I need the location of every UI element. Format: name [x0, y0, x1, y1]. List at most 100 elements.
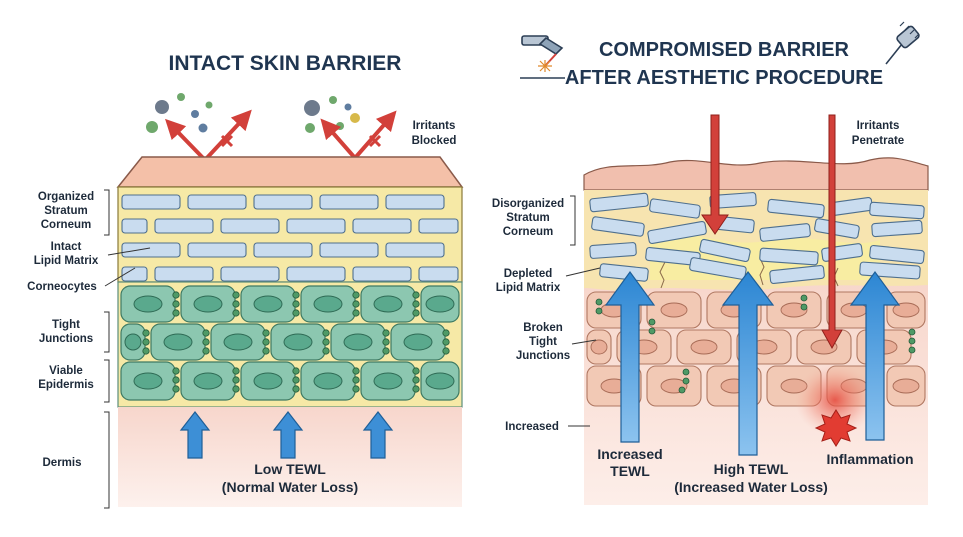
corneocyte-brick — [418, 218, 459, 234]
corneocyte-brick — [154, 218, 214, 234]
disorganized-corneocyte — [647, 220, 707, 245]
tight-junction — [202, 347, 210, 355]
irritant-particle-icon — [329, 96, 337, 104]
broken-tight-junction — [648, 318, 656, 326]
inflammation-burst-icon — [814, 409, 858, 447]
tight-junction — [232, 291, 240, 299]
increased-tewl-label-1: Increased — [597, 446, 662, 462]
bracket-stratum-r — [570, 195, 576, 246]
tight-junction — [262, 338, 270, 346]
tight-junction — [142, 338, 150, 346]
irritant-particle-icon — [146, 121, 158, 133]
low-tewl-label-1: Low TEWL — [254, 461, 326, 477]
tight-junction — [262, 347, 270, 355]
corneocyte-brick — [286, 266, 346, 282]
water-loss-arrow — [362, 411, 394, 459]
damaged-surface — [583, 157, 929, 191]
tight-junction — [442, 329, 450, 337]
block-x-icon — [220, 134, 234, 148]
label-lipid-matrix-r: Lipid Matrix — [496, 282, 561, 294]
cell-nucleus — [253, 372, 283, 390]
disorganized-corneocyte — [699, 238, 751, 263]
tight-junction — [382, 338, 390, 346]
irritants-penetrate-label-2: Penetrate — [852, 135, 904, 147]
damaged-nucleus — [660, 302, 688, 318]
corneocyte-brick — [385, 194, 445, 210]
label-tight: Tight — [52, 319, 80, 331]
label-junctions-r: Junctions — [516, 350, 570, 362]
cell-nucleus — [193, 295, 223, 313]
corneocyte-brick — [121, 194, 181, 210]
label-lipid-matrix: Lipid Matrix — [34, 255, 99, 267]
damaged-nucleus — [690, 339, 718, 355]
label-depleted: Depleted — [504, 268, 553, 280]
penetrating-arrows — [701, 114, 843, 350]
label-corneum-r: Corneum — [503, 226, 553, 238]
disorganized-corneocytes — [589, 192, 925, 285]
label-broken: Broken — [523, 322, 563, 334]
disorganized-corneocyte — [649, 198, 701, 219]
tight-junction — [442, 347, 450, 355]
irritant-particle-icon — [191, 110, 199, 118]
tight-junction — [232, 309, 240, 317]
disorganized-corneocyte — [589, 242, 637, 259]
irritant-particle-icon — [177, 93, 185, 101]
corneocyte-brick — [220, 266, 280, 282]
damaged-nucleus — [892, 302, 920, 318]
label-junctions: Junctions — [39, 333, 93, 345]
bracket-tight — [104, 311, 110, 353]
label-tight-r: Tight — [529, 336, 557, 348]
tight-junction — [172, 367, 180, 375]
tight-junction — [232, 385, 240, 393]
label-disorganized: Disorganized — [492, 198, 564, 210]
cell-nucleus — [223, 333, 253, 351]
broken-tight-junction — [682, 368, 690, 376]
cell-nucleus — [253, 295, 283, 313]
tight-junction — [292, 309, 300, 317]
cell-nucleus — [124, 333, 142, 351]
corneocyte-brick — [352, 266, 412, 282]
tight-junction — [412, 367, 420, 375]
tight-junction — [172, 309, 180, 317]
left-layer-labels: Organized Stratum Corneum Intact Lipid M… — [27, 189, 151, 509]
tight-junction — [262, 329, 270, 337]
water-loss-arrow — [179, 411, 211, 459]
tight-junction — [382, 329, 390, 337]
corneocyte-brick — [187, 194, 247, 210]
broken-tight-junction — [908, 328, 916, 336]
cell-nucleus — [313, 295, 343, 313]
tight-junction — [352, 291, 360, 299]
irritants-blocked-label-1: Irritants — [413, 120, 456, 132]
corneocyte-brick — [418, 266, 459, 282]
bracket-dermis — [104, 411, 110, 509]
cell-nucleus — [403, 333, 433, 351]
tight-junction — [172, 376, 180, 384]
broken-tight-junction — [908, 346, 916, 354]
disorganized-corneocyte — [709, 192, 757, 209]
cell-nucleus — [373, 295, 403, 313]
disorganized-corneocyte — [869, 201, 925, 220]
irritant-particle-icon — [155, 100, 169, 114]
corneocyte-brick — [121, 242, 181, 258]
corneocyte-brick — [286, 218, 346, 234]
broken-tight-junction — [595, 307, 603, 315]
bracket-stratum — [104, 189, 110, 236]
corneocyte-brick — [187, 242, 247, 258]
disorganized-corneocyte — [869, 244, 925, 265]
tight-junction — [322, 347, 330, 355]
tight-junction — [292, 385, 300, 393]
tight-junction — [412, 376, 420, 384]
corneocyte-brick — [220, 218, 280, 234]
disorganized-corneocyte — [591, 216, 645, 237]
leader-lipid-r — [565, 267, 601, 277]
broken-tight-junction — [800, 303, 808, 311]
leader-broken — [571, 339, 597, 345]
cell-nucleus — [133, 295, 163, 313]
right-panel: COMPROMISED BARRIER AFTER AESTHETIC PROC… — [492, 21, 929, 505]
label-intact: Intact — [51, 241, 82, 253]
deflect-arrow-right — [320, 110, 397, 160]
label-corneum: Corneum — [41, 219, 91, 231]
broken-tight-junction — [908, 337, 916, 345]
tight-junction — [292, 291, 300, 299]
